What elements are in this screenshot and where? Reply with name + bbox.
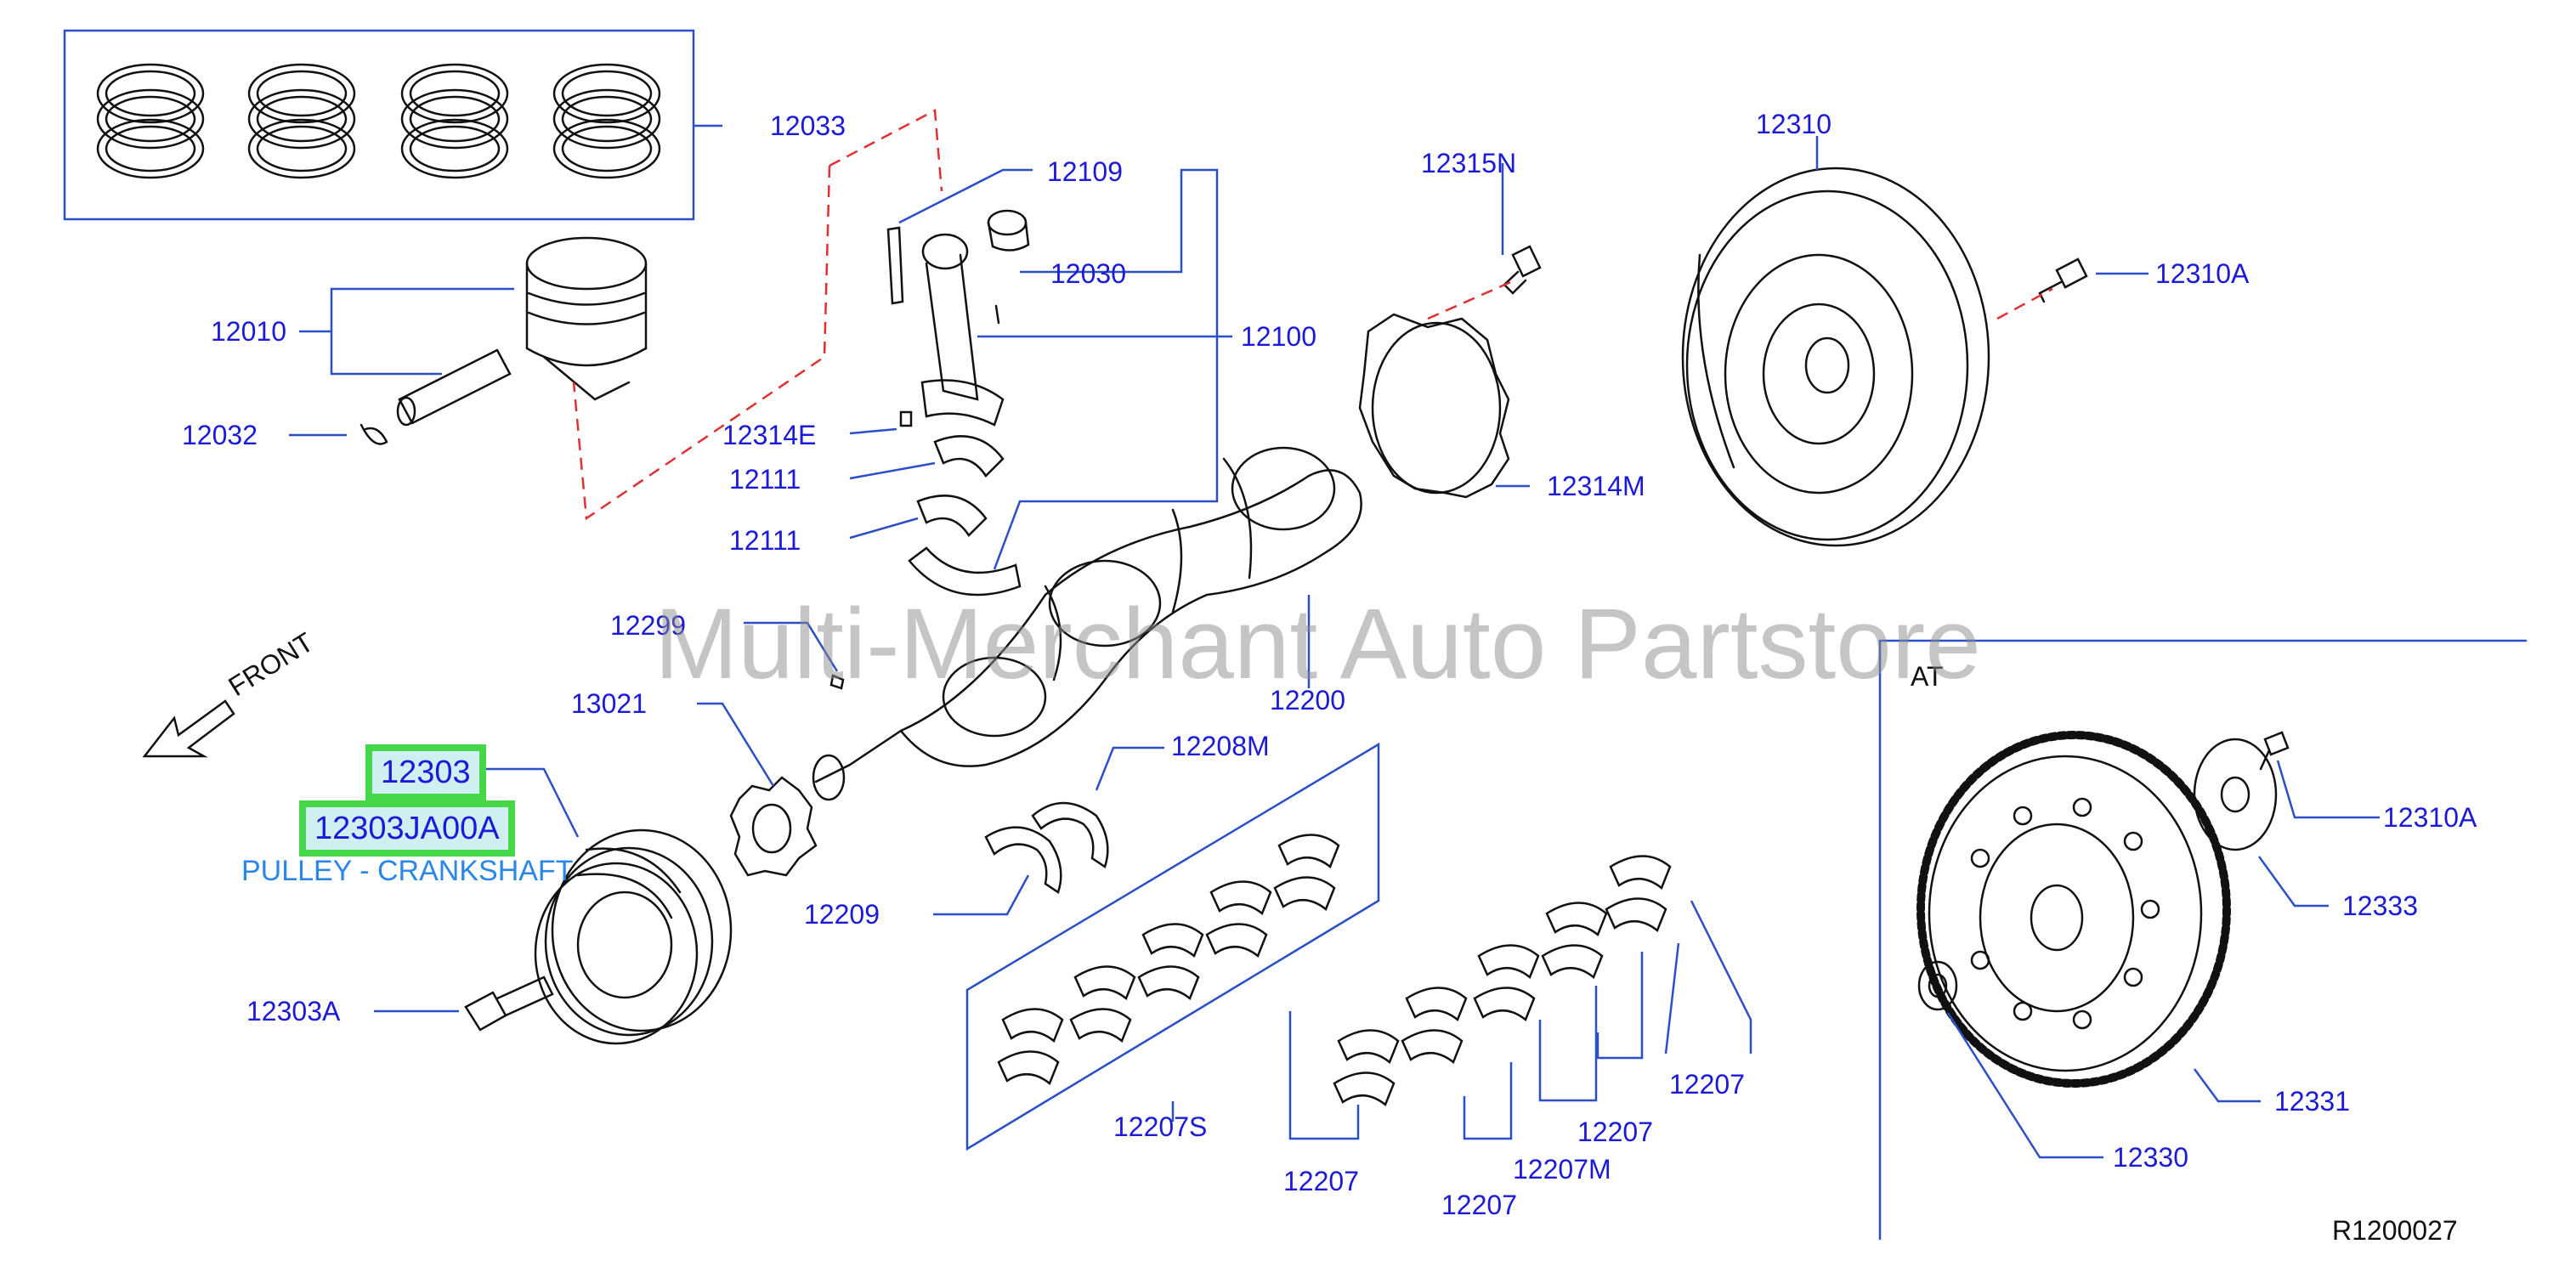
label-12310: 12310: [1756, 109, 1832, 139]
piston-ring-set-2: [247, 63, 356, 179]
leader-lines: [289, 124, 2380, 1159]
label-12303-highlight[interactable]: 12303: [365, 744, 486, 800]
pulley-bolt: [464, 975, 554, 1032]
label-12111-lower: 12111: [729, 525, 801, 556]
label-12310A-flywheel: 12310A: [2155, 258, 2250, 289]
label-12207S: 12207S: [1113, 1111, 1208, 1142]
label-12010: 12010: [211, 316, 286, 347]
connecting-rod: [920, 233, 1005, 427]
piston: [525, 236, 648, 401]
label-12200: 12200: [1270, 685, 1345, 715]
label-13021: 13021: [571, 688, 647, 719]
label-12315N: 12315N: [1421, 148, 1517, 178]
rod-bearing-lower: [916, 495, 988, 537]
rod-bearing-cap: [908, 546, 1022, 597]
main-bearing-box: [965, 742, 1380, 1151]
reinforcement-plate: [2193, 738, 2278, 851]
label-12209: 12209: [804, 899, 880, 930]
part-name-pulley-crankshaft: PULLEY - CRANKSHAFT: [241, 855, 574, 887]
label-12207-b: 12207: [1441, 1190, 1517, 1220]
label-12100: 12100: [1241, 321, 1316, 352]
label-12032: 12032: [182, 420, 258, 450]
crankshaft-sprocket: [729, 776, 818, 877]
piston-ring-set-1: [96, 63, 205, 179]
rod-bolt: [886, 226, 904, 305]
signal-plate-bolt: [1503, 245, 1542, 295]
flywheel: [1681, 167, 1990, 547]
thrust-washer-upper: [1031, 801, 1109, 868]
label-12314M: 12314M: [1547, 471, 1645, 501]
drive-plate-bolt: [2259, 731, 2290, 771]
label-12330: 12330: [2113, 1142, 2188, 1173]
piston-pin: [396, 348, 512, 427]
main-bearing-set: [997, 834, 1340, 1086]
pilot-bushing: [1917, 960, 1958, 1011]
label-12314E: 12314E: [722, 420, 817, 450]
label-12207M: 12207M: [1513, 1154, 1611, 1185]
thrust-washer-lower: [984, 826, 1062, 894]
signal-plate: [1358, 313, 1510, 499]
label-12331: 12331: [2274, 1086, 2350, 1117]
label-12303JA00A-highlight[interactable]: 12303JA00A: [299, 800, 515, 857]
label-12333: 12333: [2342, 891, 2418, 921]
diagram-code: R1200027: [2332, 1215, 2458, 1246]
rod-bearing-upper: [933, 435, 1005, 478]
label-12207-a: 12207: [1283, 1166, 1359, 1196]
piston-ring-box: [63, 29, 695, 221]
label-12303A: 12303A: [246, 996, 341, 1026]
snap-ring: [360, 423, 388, 445]
label-12111-upper: 12111: [729, 464, 801, 495]
piston-ring-set-4: [552, 63, 661, 179]
label-12207-d: 12207: [1669, 1069, 1745, 1100]
crankshaft-pulley: [534, 828, 733, 1045]
piston-ring-set-3: [400, 63, 509, 179]
at-section-border: [1878, 639, 2528, 1241]
label-12033: 12033: [770, 110, 846, 141]
label-12208M: 12208M: [1171, 731, 1270, 761]
label-12310A-at: 12310A: [2383, 802, 2477, 833]
rod-bushing: [987, 209, 1030, 252]
label-12109: 12109: [1047, 156, 1123, 187]
woodruff-key: [829, 674, 845, 690]
dashed-assembly-lines: [572, 109, 2053, 521]
label-12299: 12299: [610, 610, 686, 641]
label-12030: 12030: [1050, 258, 1126, 289]
rod-dowel: [899, 410, 913, 427]
flywheel-bolt: [2038, 257, 2088, 303]
label-12207-c: 12207: [1577, 1117, 1653, 1147]
drive-plate: [1916, 731, 2231, 1088]
main-bearing-individual: [1333, 855, 1672, 1107]
front-arrow-icon: [142, 699, 235, 758]
at-section-label: AT: [1911, 661, 1944, 692]
crankshaft: [812, 446, 1362, 801]
